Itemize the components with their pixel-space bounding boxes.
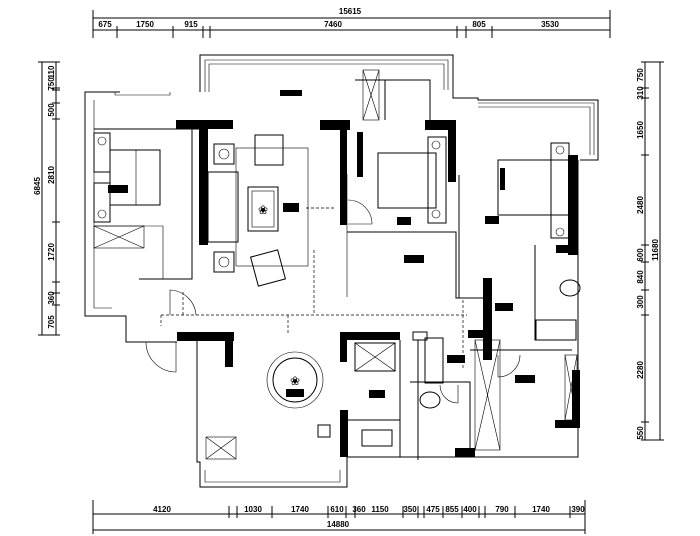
right-total-dim: 11680 bbox=[651, 239, 660, 261]
dining-table: ❀ bbox=[266, 351, 324, 409]
bottom-dim: 360 bbox=[352, 505, 366, 514]
bottom-dim: 350 bbox=[403, 505, 417, 514]
left-dim: 360 bbox=[47, 291, 56, 305]
structural-walls bbox=[176, 120, 580, 457]
top-dim: 675 bbox=[98, 20, 112, 29]
left-dim: 500 bbox=[47, 103, 56, 117]
bottom-dim: 400 bbox=[463, 505, 477, 514]
fixtures bbox=[108, 90, 581, 447]
zone-boundaries bbox=[160, 207, 467, 370]
interior-partitions bbox=[94, 79, 572, 460]
bottom-dim: 610 bbox=[330, 505, 344, 514]
bed-left-bedroom bbox=[93, 132, 161, 223]
plant-icon: ❀ bbox=[290, 374, 300, 388]
left-dim: 110 bbox=[47, 65, 56, 78]
exterior-walls bbox=[84, 54, 599, 488]
left-total-dim: 6845 bbox=[33, 177, 42, 195]
top-dim: 7460 bbox=[324, 20, 342, 29]
right-dim: 750 bbox=[636, 68, 645, 82]
right-dim: 550 bbox=[636, 426, 645, 440]
right-dim: 2480 bbox=[636, 196, 645, 214]
right-dim: 1650 bbox=[636, 121, 645, 139]
bottom-dim: 4120 bbox=[153, 505, 171, 514]
doors bbox=[145, 199, 521, 404]
bottom-dim: 1740 bbox=[532, 505, 550, 514]
living-room-furniture: ❀ bbox=[207, 134, 309, 287]
top-dim: 3530 bbox=[541, 20, 559, 29]
top-dim: 1750 bbox=[136, 20, 154, 29]
left-dim: 750 bbox=[47, 77, 56, 91]
bottom-dim: 390 bbox=[571, 505, 585, 514]
right-dim: 600 bbox=[636, 248, 645, 262]
right-dim: 310 bbox=[636, 86, 645, 100]
right-dimension-chain: 750 310 1650 2480 600 840 300 2280 550 1… bbox=[636, 61, 664, 441]
bottom-dim: 1740 bbox=[291, 505, 309, 514]
bed-middle-bedroom bbox=[357, 132, 447, 225]
bottom-dim: 475 bbox=[426, 505, 440, 514]
right-dim: 840 bbox=[636, 270, 645, 284]
wardrobes bbox=[93, 69, 578, 460]
plant-icon: ❀ bbox=[258, 203, 268, 217]
top-total-dim: 15615 bbox=[339, 7, 362, 16]
bottom-dim: 790 bbox=[495, 505, 509, 514]
top-dimension-chain: 15615 675 1750 915 7460 805 3530 bbox=[92, 7, 611, 38]
top-dim: 915 bbox=[184, 20, 198, 29]
bottom-dim: 1150 bbox=[371, 505, 389, 514]
left-dim: 2810 bbox=[47, 166, 56, 184]
left-dim: 1720 bbox=[47, 243, 56, 261]
right-dim: 2280 bbox=[636, 361, 645, 379]
bottom-total-dim: 14880 bbox=[327, 520, 350, 529]
left-dim: 705 bbox=[47, 315, 56, 329]
top-dim: 805 bbox=[472, 20, 486, 29]
bottom-dimension-chain: 4120 1030 1740 610 360 1150 350 475 855 … bbox=[92, 500, 586, 534]
left-dimension-chain: 110 750 500 2810 1720 360 705 6845 bbox=[33, 61, 60, 336]
bottom-dim: 855 bbox=[445, 505, 459, 514]
right-dim: 300 bbox=[636, 295, 645, 309]
bottom-dim: 1030 bbox=[244, 505, 262, 514]
bed-master-bedroom bbox=[485, 142, 571, 239]
